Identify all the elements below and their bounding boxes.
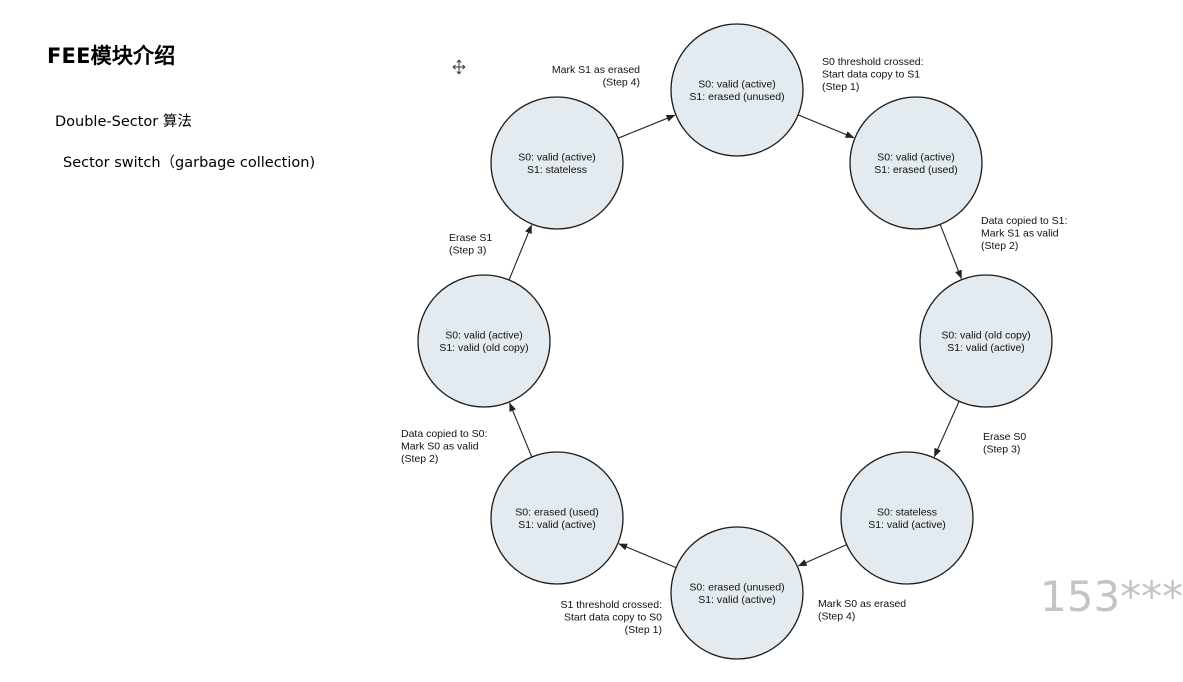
- transition-arrow-7: [508, 224, 533, 281]
- state-node-8: S0: valid (active)S1: stateless: [490, 96, 624, 230]
- watermark-text: 153***: [1040, 572, 1183, 621]
- state-node-2: S0: valid (active)S1: erased (used): [849, 96, 983, 230]
- slide-subtitle-algorithm: Double-Sector 算法: [55, 114, 192, 130]
- state-node-7: S0: valid (active)S1: valid (old copy): [417, 274, 551, 408]
- transition-label-7: Erase S1(Step 3): [449, 232, 492, 257]
- state-circle: [670, 23, 804, 157]
- transition-arrow-3: [933, 401, 960, 458]
- state-node-5: S0: erased (unused)S1: valid (active): [670, 526, 804, 660]
- transition-label-3: Erase S0(Step 3): [983, 431, 1026, 456]
- transition-label-1: S0 threshold crossed:Start data copy to …: [822, 56, 924, 93]
- transition-arrow-1: [797, 114, 855, 139]
- state-node-6: S0: erased (used)S1: valid (active): [490, 451, 624, 585]
- slide-title: FEE模块介绍: [47, 44, 176, 68]
- transition-arrow-4: [797, 544, 847, 567]
- transition-arrow-6: [509, 402, 533, 458]
- state-label: S0: erased (used)S1: valid (active): [515, 506, 598, 531]
- transition-label-8: Mark S1 as erased(Step 4): [552, 64, 640, 89]
- state-circle: [670, 526, 804, 660]
- transition-label-2: Data copied to S1:Mark S1 as valid(Step …: [981, 215, 1067, 252]
- state-circle: [490, 96, 624, 230]
- transition-arrow-5: [618, 543, 677, 569]
- state-circle: [490, 451, 624, 585]
- state-label: S0: valid (active)S1: erased (used): [874, 151, 957, 176]
- state-label: S0: valid (active)S1: valid (old copy): [439, 329, 528, 354]
- state-circle: [417, 274, 551, 408]
- transition-label-4: Mark S0 as erased(Step 4): [818, 598, 906, 623]
- state-node-1: S0: valid (active)S1: erased (unused): [670, 23, 804, 157]
- state-label: S0: valid (active)S1: erased (unused): [689, 78, 784, 103]
- state-circle: [849, 96, 983, 230]
- state-label: S0: erased (unused)S1: valid (active): [689, 581, 784, 606]
- move-cursor-icon: [452, 59, 466, 75]
- state-label: S0: valid (active)S1: stateless: [518, 151, 596, 176]
- transition-label-6: Data copied to S0:Mark S0 as valid(Step …: [401, 428, 487, 465]
- transition-arrow-8: [617, 114, 676, 139]
- state-circle: [919, 274, 1053, 408]
- transition-arrow-2: [939, 224, 962, 280]
- transition-label-5: S1 threshold crossed:Start data copy to …: [560, 599, 662, 636]
- slide-subtitle-sector-switch: Sector switch（garbage collection): [63, 155, 316, 171]
- state-node-3: S0: valid (old copy)S1: valid (active): [919, 274, 1053, 408]
- state-circle: [840, 451, 974, 585]
- state-label: S0: valid (old copy)S1: valid (active): [941, 329, 1030, 354]
